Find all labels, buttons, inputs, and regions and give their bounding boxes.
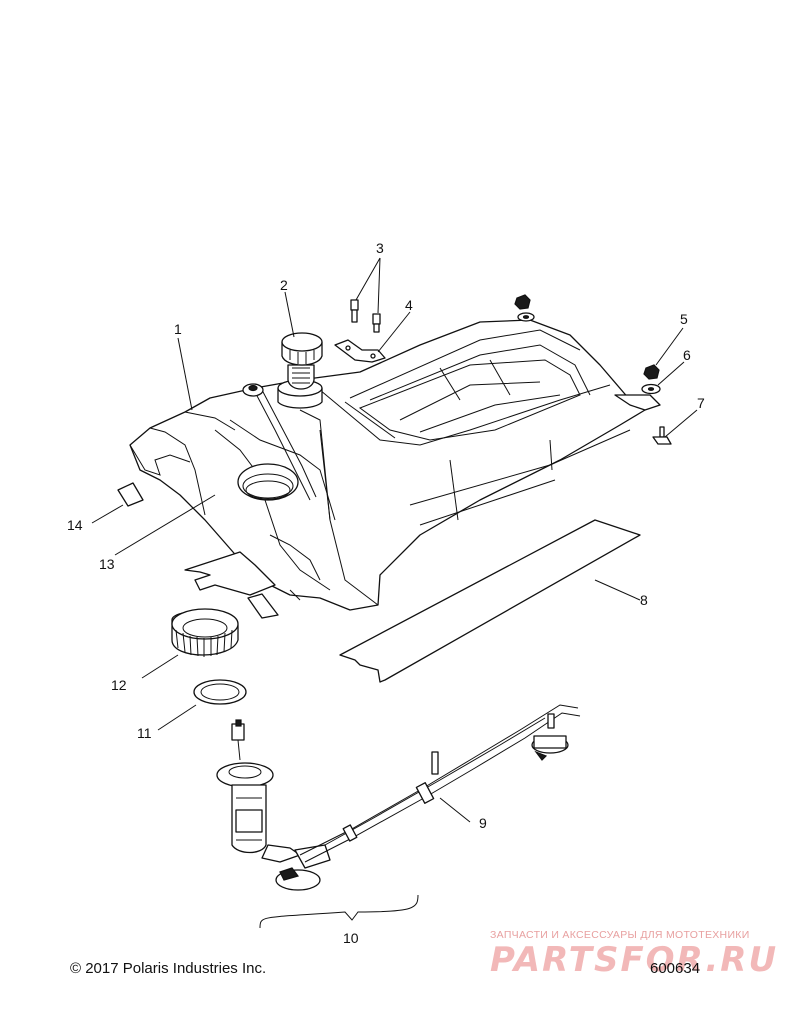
lock-ring bbox=[171, 608, 239, 657]
callout-10: 10 bbox=[343, 930, 359, 946]
watermark-tagline: ЗАПЧАСТИ И АКСЕССУАРЫ ДЛЯ МОТОТЕХНИКИ bbox=[490, 929, 750, 941]
fuel-pump-assembly bbox=[216, 704, 581, 891]
clip bbox=[652, 426, 672, 445]
callout-labels: 1 2 3 4 5 6 7 8 9 10 11 12 13 14 bbox=[67, 240, 705, 946]
fuel-tank bbox=[129, 319, 661, 619]
nut bbox=[514, 294, 660, 380]
leader-lines bbox=[91, 257, 698, 929]
callout-1: 1 bbox=[174, 321, 182, 337]
pad bbox=[339, 519, 641, 683]
bracket bbox=[334, 339, 386, 363]
copyright-notice: © 2017 Polaris Industries Inc. bbox=[70, 960, 267, 977]
callout-5: 5 bbox=[680, 311, 688, 327]
callout-6: 6 bbox=[683, 347, 691, 363]
callout-12: 12 bbox=[111, 677, 127, 693]
small-pad bbox=[117, 482, 144, 507]
callout-2: 2 bbox=[280, 277, 288, 293]
callout-13: 13 bbox=[99, 556, 115, 572]
callout-9: 9 bbox=[479, 815, 487, 831]
fuel-cap bbox=[281, 332, 323, 390]
callout-14: 14 bbox=[67, 517, 83, 533]
callout-11: 11 bbox=[137, 725, 152, 741]
callout-4: 4 bbox=[405, 297, 413, 313]
callout-7: 7 bbox=[697, 395, 705, 411]
seal bbox=[193, 679, 247, 705]
bolts bbox=[350, 299, 381, 333]
watermark-logo: PARTSFOR.RU bbox=[490, 940, 779, 980]
callout-3: 3 bbox=[376, 240, 384, 256]
washer bbox=[517, 312, 661, 395]
callout-8: 8 bbox=[640, 592, 648, 608]
drawing-number: 600634 bbox=[650, 960, 701, 977]
